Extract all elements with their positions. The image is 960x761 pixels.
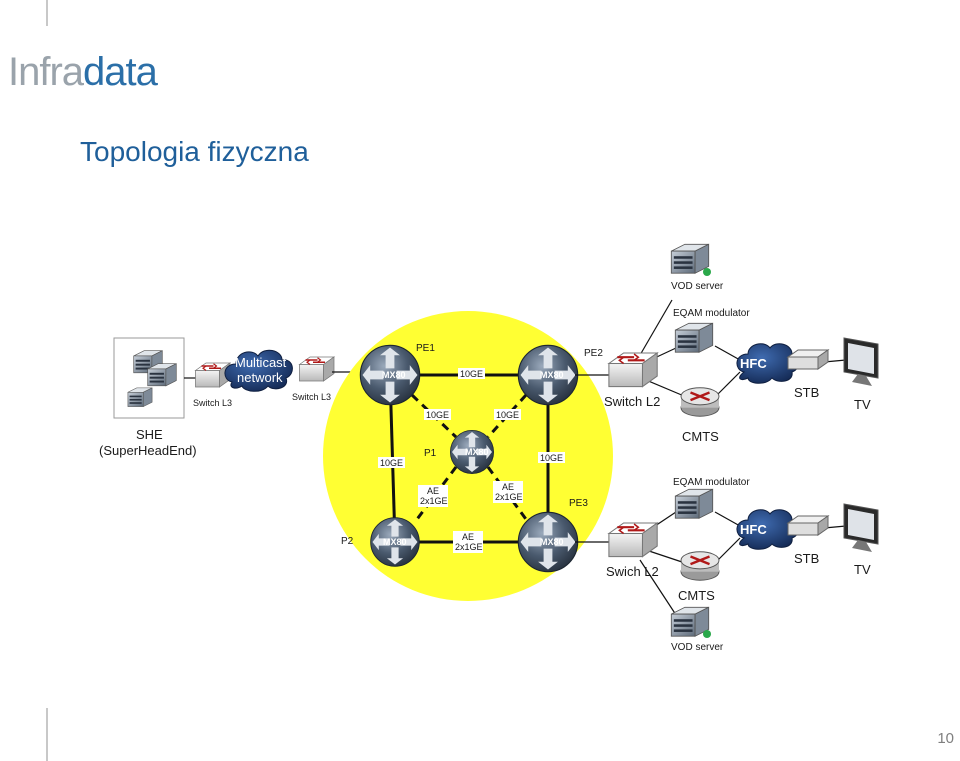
label-vod-bottom: VOD server: [671, 642, 724, 653]
label-switch-l2-bottom: Swich L2: [606, 564, 659, 579]
label-tv-top: TV: [854, 397, 871, 412]
label-cmts-bottom: CMTS: [678, 588, 715, 603]
she-server-icon: [147, 363, 177, 387]
label-eqam-bottom: EQAM modulator: [673, 477, 750, 488]
vod-server-bottom-icon: [670, 606, 710, 637]
cmts-bottom-icon: [679, 550, 721, 582]
link-label-pe1-p1: 10GE: [424, 409, 451, 420]
router-p1-model: MX80: [465, 447, 489, 457]
eqam-top-icon: [674, 322, 714, 353]
router-pe1-model: MX80: [382, 370, 406, 380]
link-label-pe2-p1: 10GE: [494, 409, 521, 420]
label-pe3: PE3: [569, 498, 588, 509]
router-p2: MX80: [370, 517, 420, 567]
svg-text:10GE: 10GE: [460, 369, 483, 379]
vod-status-icon: [703, 268, 711, 276]
link-cmts-hfc-bottom: [717, 537, 741, 561]
tv-bottom-icon: [843, 503, 879, 553]
stb-bottom-icon: [787, 515, 829, 536]
tv-top-icon: [843, 337, 879, 387]
label-multicast-1: Multicast: [235, 355, 287, 370]
svg-text:10GE: 10GE: [380, 458, 403, 468]
link-cmts-hfc: [717, 371, 741, 395]
link-label-pe1-p2: 10GE: [378, 457, 405, 468]
stb-top-icon: [787, 349, 829, 370]
link-eqam-hfc: [714, 345, 741, 361]
link-switch-vod: [635, 299, 673, 363]
bottom-divider-line: [46, 708, 48, 761]
label-switch-l3-a: Switch L3: [193, 398, 232, 408]
vod-server-top-icon: [670, 243, 710, 274]
router-p2-model: MX80: [383, 537, 407, 547]
link-switch-cmts-bottom: [645, 549, 683, 563]
switch-l2-bottom-icon: [607, 521, 659, 558]
svg-text:2x1GE: 2x1GE: [455, 542, 483, 552]
company-logo: Infradata: [8, 50, 158, 94]
label-switch-l3-b: Switch L3: [292, 392, 331, 402]
label-stb-bottom: STB: [794, 551, 819, 566]
svg-text:AE: AE: [427, 486, 439, 496]
link-label-p2-pe3: AE 2x1GE: [453, 531, 483, 553]
router-pe1: MX80: [359, 344, 421, 406]
label-she: SHE: [136, 427, 163, 442]
label-pe2: PE2: [584, 348, 603, 359]
label-pe1: PE1: [416, 343, 435, 354]
svg-text:10GE: 10GE: [496, 410, 519, 420]
label-switch-l2-top: Switch L2: [604, 394, 660, 409]
label-stb-top: STB: [794, 385, 819, 400]
router-pe2-model: MX80: [540, 370, 564, 380]
label-cmts-top: CMTS: [682, 429, 719, 444]
label-eqam-top: EQAM modulator: [673, 308, 750, 319]
label-hfc-bottom: HFC: [740, 522, 767, 537]
logo-part-1: Infra: [8, 50, 84, 94]
vod-status-icon: [703, 630, 711, 638]
top-divider-line: [46, 0, 48, 26]
label-hfc-top: HFC: [740, 356, 767, 371]
svg-text:10GE: 10GE: [426, 410, 449, 420]
label-tv-bottom: TV: [854, 562, 871, 577]
label-she-full: (SuperHeadEnd): [99, 443, 197, 458]
router-pe3: MX80: [517, 511, 579, 573]
svg-text:2x1GE: 2x1GE: [420, 496, 448, 506]
cmts-top-icon: [679, 386, 721, 418]
router-p1: MX80: [449, 429, 495, 475]
link-switch-cmts: [645, 379, 685, 397]
switch-l2-top-icon: [607, 351, 659, 388]
multicast-cloud: [224, 349, 293, 392]
link-label-pe2-pe3: 10GE: [538, 452, 565, 463]
slide-title: Topologia fizyczna: [80, 136, 309, 167]
link-label-p1-pe3: AE 2x1GE: [493, 481, 523, 503]
link-label-pe1-pe2: 10GE: [458, 368, 485, 379]
eqam-bottom-icon: [674, 488, 714, 519]
svg-text:AE: AE: [502, 482, 514, 492]
link-switch-vod-bottom: [639, 559, 679, 619]
svg-text:2x1GE: 2x1GE: [495, 492, 523, 502]
router-pe2: MX80: [517, 344, 579, 406]
svg-text:AE: AE: [462, 532, 474, 542]
label-p1: P1: [424, 448, 437, 459]
link-eqam-hfc-bottom: [714, 511, 741, 527]
router-pe3-model: MX80: [540, 537, 564, 547]
link-label-p1-p2: AE 2x1GE: [418, 485, 448, 507]
label-vod-top: VOD server: [671, 281, 724, 292]
logo-part-2: data: [83, 50, 158, 94]
she-server-icon: [127, 387, 153, 407]
switch-l3-b-icon: [298, 356, 335, 382]
page-number: 10: [937, 730, 954, 747]
label-multicast-2: network: [237, 370, 283, 385]
label-p2: P2: [341, 536, 354, 547]
svg-text:10GE: 10GE: [540, 453, 563, 463]
